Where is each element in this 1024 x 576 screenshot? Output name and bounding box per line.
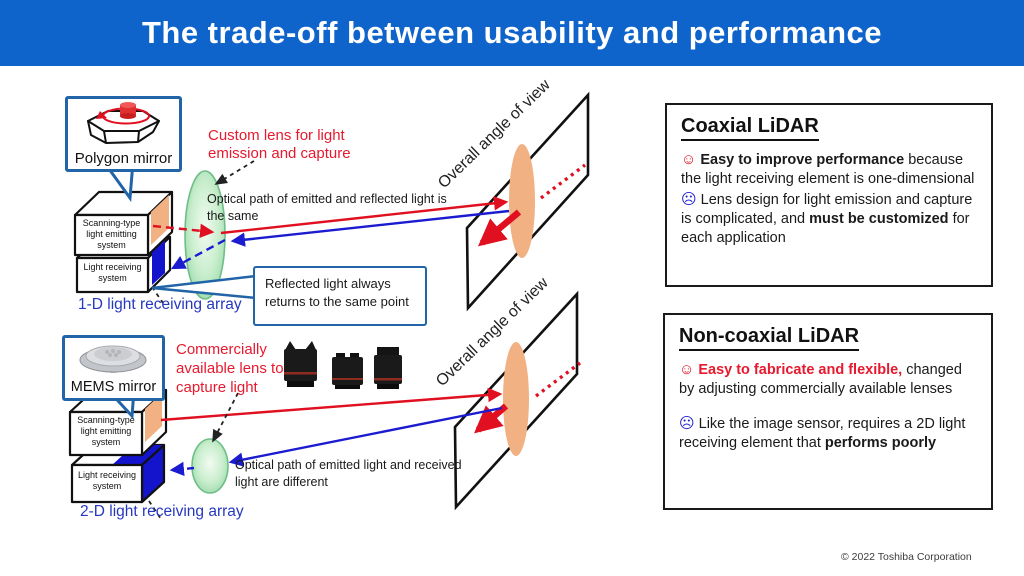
noncoaxial-summary-panel: Non-coaxial LiDAR ☺Easy to fabricate and… — [663, 313, 993, 510]
frown-icon: ☹ — [681, 190, 697, 208]
noncoaxial-beam-spot — [503, 342, 529, 456]
noncoaxial-scan-dots — [534, 361, 582, 398]
emitted-beam — [160, 387, 503, 422]
coaxial-panel-title: Coaxial LiDAR — [681, 115, 819, 141]
coaxial-scan-arrow — [478, 209, 522, 247]
coaxial-emitter-label: Scanning-type light emitting system — [82, 218, 141, 250]
copyright-text: © 2022 Toshiba Corporation — [841, 551, 972, 563]
coaxial-receiver-label: Light receiving system — [83, 262, 142, 283]
mems-mirror-callout: MEMS mirror — [62, 335, 165, 401]
coaxial-beam-spot — [509, 144, 535, 258]
emitter-aperture-panel — [145, 393, 162, 442]
polygon-mirror-callout: Polygon mirror — [65, 96, 182, 172]
camera-lens-images — [284, 341, 402, 389]
emitted-beam — [220, 196, 509, 235]
noncoaxial-screen-plane — [453, 290, 582, 511]
coaxial-summary-panel: Coaxial LiDAR ☺Easy to improve performan… — [665, 103, 993, 287]
noncoaxial-emitter-label: Scanning-type light emitting system — [77, 415, 135, 447]
title-bar: The trade-off between usability and perf… — [0, 0, 1024, 66]
coaxial-scan-dots — [539, 163, 587, 200]
smiley-icon: ☺ — [681, 151, 697, 168]
detector-1d-panel — [152, 240, 165, 285]
noncoaxial-path-note: Optical path of emitted light and receiv… — [235, 458, 462, 489]
emitter-aperture-panel — [151, 195, 169, 245]
reflected-beam-internal — [170, 238, 226, 270]
mems-mirror-icon — [79, 345, 147, 373]
coaxial-screen-plane — [465, 91, 590, 312]
received-beam — [228, 406, 503, 467]
received-beam-internal — [169, 461, 195, 477]
commercial-lens-note: Commercially available lens to capture l… — [176, 341, 284, 396]
noncoaxial-receiver-label: Light receiving system — [77, 470, 137, 491]
reflected-light-callout: Reflected light always returns to the sa… — [253, 266, 427, 326]
mems-mirror-label: MEMS mirror — [70, 379, 157, 395]
frown-icon: ☹ — [679, 414, 695, 432]
noncoaxial-beams — [160, 387, 503, 477]
noncoaxial-pro-text: ☺Easy to fabricate and flexible, changed… — [679, 361, 962, 398]
noncoaxial-con-text: ☹Like the image sensor, requires a 2D li… — [679, 414, 966, 451]
coaxial-pro-text: ☺Easy to improve performance because the… — [681, 151, 975, 188]
array-1d-label: 1-D light receiving array — [78, 296, 242, 313]
polygon-mirror-icon — [87, 102, 160, 144]
noncoaxial-panel-title: Non-coaxial LiDAR — [679, 325, 860, 351]
reflected-beam — [230, 209, 510, 247]
noncoaxial-lens — [191, 438, 229, 494]
coaxial-con-text: ☹Lens design for light emission and capt… — [681, 190, 973, 247]
emitted-beam-internal — [152, 223, 215, 238]
array-2d-label: 2-D light receiving array — [80, 503, 244, 520]
coaxial-path-note: Optical path of emitted and reflected li… — [207, 192, 447, 223]
annotation-pointers — [148, 160, 255, 520]
smiley-icon: ☺ — [679, 361, 695, 378]
polygon-mirror-label: Polygon mirror — [74, 150, 173, 167]
page-title: The trade-off between usability and perf… — [141, 15, 883, 50]
noncoaxial-scan-arrow — [474, 403, 509, 434]
coaxial-beams — [152, 196, 510, 270]
coaxial-emitter-box — [73, 190, 174, 257]
custom-lens-note: Custom lens for light emission and captu… — [208, 127, 351, 163]
